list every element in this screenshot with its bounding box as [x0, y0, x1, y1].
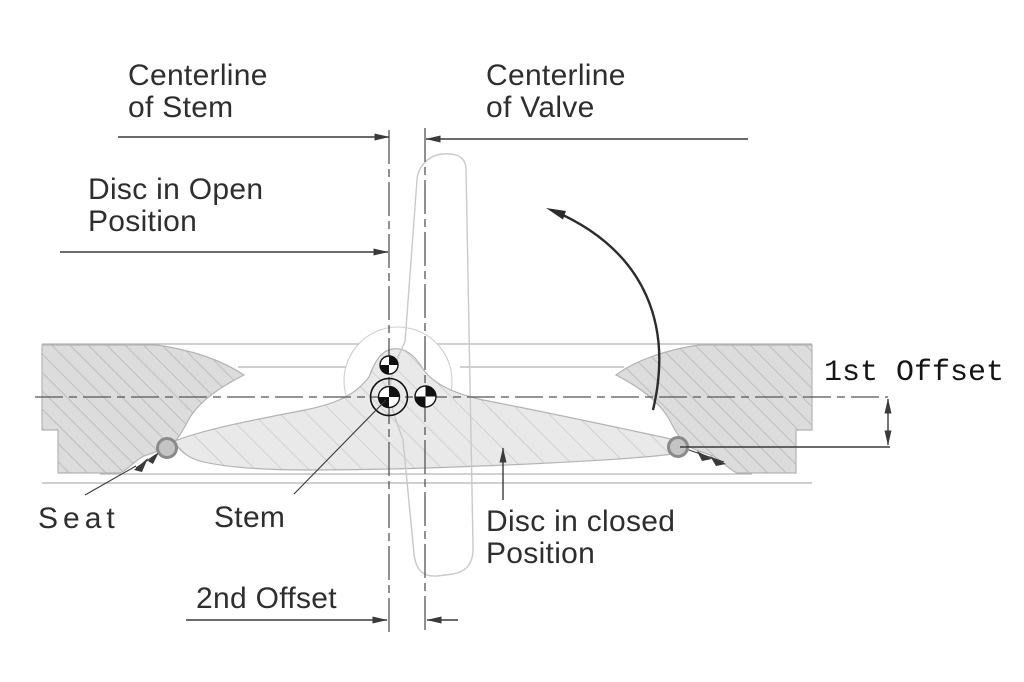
label-disc-in-open-position: Disc in Open Position [88, 173, 264, 239]
label-first-offset: 1st Offset [824, 356, 1005, 390]
label-disc-in-closed-position: Disc in closed Position [486, 505, 676, 571]
valve-body-right [614, 344, 813, 474]
leader-stem [293, 399, 387, 495]
center-mark-upper [379, 355, 399, 375]
label-seat: Seat [38, 502, 120, 535]
seat-right [667, 436, 726, 466]
disc-open-ghost [389, 153, 474, 577]
valve-body-left [41, 344, 246, 474]
label-centerline-of-stem: Centerline of Stem [128, 59, 268, 125]
center-mark-valve [414, 385, 437, 408]
leader-seat [84, 465, 137, 496]
label-centerline-of-valve: Centerline of Valve [486, 59, 626, 125]
seat-left [134, 437, 178, 472]
seat-ball-left [156, 437, 178, 459]
label-stem: Stem [214, 501, 286, 534]
label-second-offset: 2nd Offset [196, 582, 337, 615]
rotation-arrow-icon [546, 208, 661, 411]
dimension-lines [60, 133, 892, 624]
disc-closed-shape [174, 348, 685, 471]
